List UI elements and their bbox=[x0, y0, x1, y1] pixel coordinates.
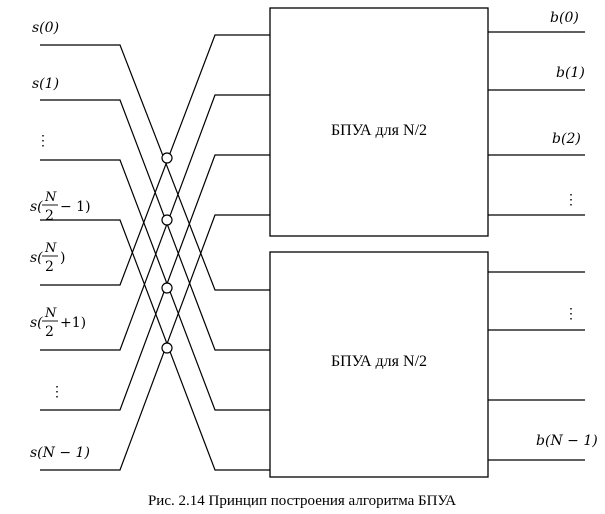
svg-text:N: N bbox=[44, 190, 57, 205]
svg-text:2: 2 bbox=[45, 259, 54, 275]
svg-text:2: 2 bbox=[45, 208, 54, 224]
svg-text:N: N bbox=[44, 241, 57, 256]
label-s-half: s( N 2 ) bbox=[30, 241, 65, 275]
input-wires bbox=[40, 34, 270, 471]
label-dots-bottom: ⋮ bbox=[50, 384, 64, 400]
svg-text:2: 2 bbox=[45, 324, 54, 340]
label-b2: b(2) bbox=[552, 131, 581, 147]
label-s1: s(1) bbox=[32, 76, 59, 92]
node-1 bbox=[161, 152, 173, 164]
svg-text:s(: s( bbox=[30, 250, 43, 266]
node-3 bbox=[161, 282, 173, 294]
label-s-last: s(N − 1) bbox=[30, 445, 90, 461]
svg-text:s(: s( bbox=[30, 199, 43, 215]
svg-text:): ) bbox=[60, 250, 65, 266]
top-fft-block bbox=[269, 7, 489, 237]
label-b1: b(1) bbox=[556, 65, 585, 81]
output-wires bbox=[488, 31, 585, 461]
bottom-block-label: БПУА для N/2 bbox=[331, 353, 427, 370]
svg-text:+1): +1) bbox=[60, 315, 86, 331]
svg-text:− 1): − 1) bbox=[60, 199, 91, 215]
figure-caption: Рис. 2.14 Принцип построения алгоритма Б… bbox=[148, 493, 456, 509]
label-out-dots-top: ⋮ bbox=[564, 192, 578, 208]
label-b-last: b(N − 1) bbox=[536, 433, 598, 449]
label-s-half-plus: s( N 2 +1) bbox=[30, 306, 86, 340]
label-out-dots-bottom: ⋮ bbox=[564, 306, 578, 322]
node-2 bbox=[161, 214, 173, 226]
label-s-half-minus: s( N 2 − 1) bbox=[30, 190, 91, 224]
crossing-nodes bbox=[161, 152, 173, 354]
label-b0: b(0) bbox=[550, 10, 579, 26]
svg-text:s(: s( bbox=[30, 315, 43, 331]
wire-s0 bbox=[40, 44, 270, 291]
label-s0: s(0) bbox=[32, 20, 59, 36]
label-dots-top: ⋮ bbox=[36, 133, 50, 149]
node-4 bbox=[161, 342, 173, 354]
svg-text:N: N bbox=[44, 306, 57, 321]
top-block-label: БПУА для N/2 bbox=[331, 122, 427, 139]
bottom-fft-block bbox=[269, 251, 489, 478]
